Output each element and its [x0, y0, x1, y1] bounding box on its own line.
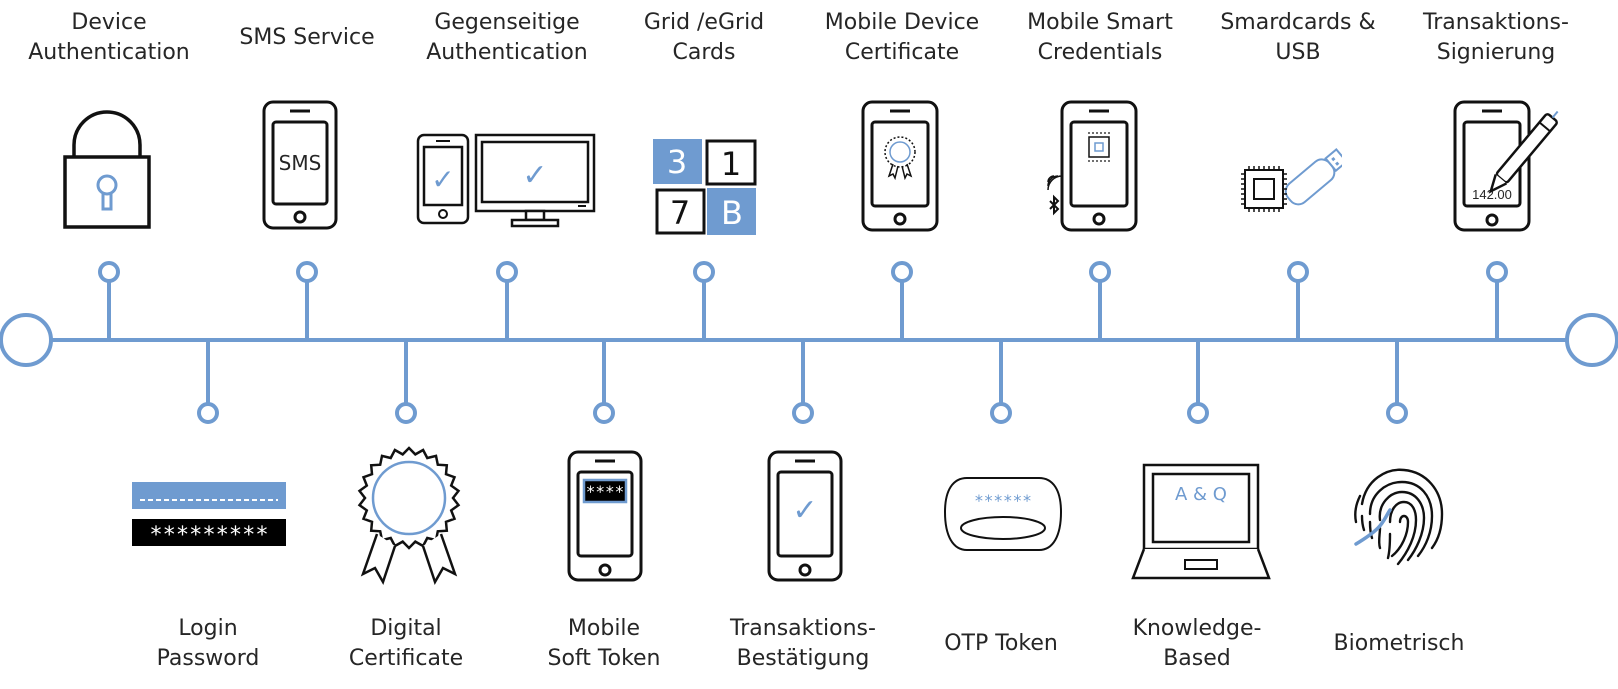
- label-mobile-soft-token: Mobile Soft Token: [504, 614, 704, 674]
- timeline-end-node: [1565, 313, 1618, 367]
- padlock-icon: [62, 105, 152, 230]
- label-knowledge-based: Knowledge- Based: [1097, 614, 1297, 674]
- label-sms-service: SMS Service: [207, 23, 407, 53]
- label-line: SMS Service: [239, 25, 375, 50]
- label-line: Certificate: [844, 40, 960, 65]
- password-mask-text: *********: [149, 523, 268, 546]
- phone-monitor-check-icon: ✓ ✓: [416, 133, 598, 233]
- check-mark: ✓: [431, 163, 454, 196]
- top-item-3-node: [693, 261, 715, 283]
- label-line: Smardcards &: [1220, 10, 1376, 35]
- label-digital-certificate: Digital Certificate: [306, 614, 506, 674]
- top-stems: [98, 261, 1508, 340]
- grid-card-icon: 3 1 7 B: [652, 138, 757, 236]
- phone-confirm-check-icon: ✓: [767, 450, 843, 582]
- label-line: Transaktions-: [1423, 10, 1569, 35]
- amount-text: 142.00: [1472, 187, 1512, 202]
- timeline-start-node: [0, 313, 53, 367]
- label-line: Mobile Smart: [1027, 10, 1173, 35]
- phone-soft-token-icon: ****: [567, 450, 643, 582]
- label-line: Based: [1163, 646, 1231, 671]
- label-gegenseitige-authentication: Gegenseitige Authentication: [407, 8, 607, 68]
- label-line: Soft Token: [547, 646, 661, 671]
- label-line: Authentication: [28, 40, 190, 65]
- label-line: Signierung: [1436, 40, 1556, 65]
- top-item-0-node: [98, 261, 120, 283]
- label-otp-token: OTP Token: [901, 629, 1101, 659]
- label-line: Authentication: [426, 40, 588, 65]
- check-mark: ✓: [522, 158, 547, 193]
- top-item-6-node: [1287, 261, 1309, 283]
- label-device-authentication: Device Authentication: [9, 8, 209, 68]
- sms-text: SMS: [279, 151, 322, 175]
- label-mobile-smart-credentials: Mobile Smart Credentials: [1000, 8, 1200, 68]
- qa-text: A & Q: [1175, 484, 1227, 505]
- label-transaktions-signierung: Transaktions- Signierung: [1396, 8, 1596, 68]
- label-line: USB: [1275, 40, 1321, 65]
- top-item-7-node: [1486, 261, 1508, 283]
- label-line: Gegenseitige: [434, 10, 580, 35]
- phone-pen-sign-icon: 142.00: [1453, 100, 1565, 234]
- label-line: Cards: [672, 40, 736, 65]
- otp-code-mask: ******: [974, 491, 1032, 510]
- chip-usb-stick-icon: [1238, 133, 1342, 225]
- bottom-item-4-node: [990, 402, 1012, 424]
- label-line: OTP Token: [944, 631, 1058, 656]
- label-line: Credentials: [1037, 40, 1163, 65]
- label-smartcards-usb: Smardcards & USB: [1198, 8, 1398, 68]
- grid-cell-text: 3: [667, 143, 687, 181]
- phone-certificate-icon: [861, 100, 939, 232]
- confirm-check-mark: ✓: [792, 493, 817, 528]
- grid-cell-text: 7: [670, 194, 690, 232]
- label-login-password: Login Password: [108, 614, 308, 674]
- bottom-item-6-node: [1386, 402, 1408, 424]
- top-item-4-node: [891, 261, 913, 283]
- bottom-item-0-node: [197, 402, 219, 424]
- bottom-item-5-node: [1187, 402, 1209, 424]
- soft-token-mask: ****: [586, 482, 625, 501]
- label-line: Mobile: [567, 616, 641, 641]
- phone-chip-nfc-bluetooth-icon: [1046, 100, 1142, 232]
- label-line: Transaktions-: [730, 616, 876, 641]
- label-line: Login: [178, 616, 238, 641]
- top-item-1-node: [296, 261, 318, 283]
- bottom-item-2-node: [593, 402, 615, 424]
- bottom-stems: [197, 340, 1408, 424]
- label-line: Grid /eGrid: [643, 10, 765, 35]
- login-password-fields-icon: *********: [132, 482, 286, 546]
- label-line: Certificate: [348, 646, 464, 671]
- label-line: Password: [156, 646, 260, 671]
- label-line: Device: [71, 10, 147, 35]
- label-line: Bestätigung: [736, 646, 870, 671]
- top-item-2-node: [496, 261, 518, 283]
- grid-cell-text: 1: [721, 145, 741, 183]
- label-line: Digital: [370, 616, 442, 641]
- fingerprint-icon: [1352, 464, 1448, 570]
- label-line: Knowledge-: [1132, 616, 1262, 641]
- top-item-5-node: [1089, 261, 1111, 283]
- certificate-rosette-icon: [357, 446, 461, 586]
- sms-phone-icon: SMS: [262, 100, 338, 230]
- label-mobile-device-certificate: Mobile Device Certificate: [802, 8, 1002, 68]
- label-transaktions-bestaetigung: Transaktions- Bestätigung: [703, 614, 903, 674]
- label-grid-cards: Grid /eGrid Cards: [604, 8, 804, 68]
- label-line: Mobile Device: [824, 10, 980, 35]
- bottom-item-3-node: [792, 402, 814, 424]
- label-biometrisch: Biometrisch: [1299, 629, 1499, 659]
- laptop-qa-icon: A & Q: [1131, 462, 1271, 584]
- label-line: Biometrisch: [1333, 631, 1465, 656]
- grid-cell-text: B: [721, 194, 743, 232]
- otp-token-icon: ******: [943, 476, 1063, 552]
- bottom-item-1-node: [395, 402, 417, 424]
